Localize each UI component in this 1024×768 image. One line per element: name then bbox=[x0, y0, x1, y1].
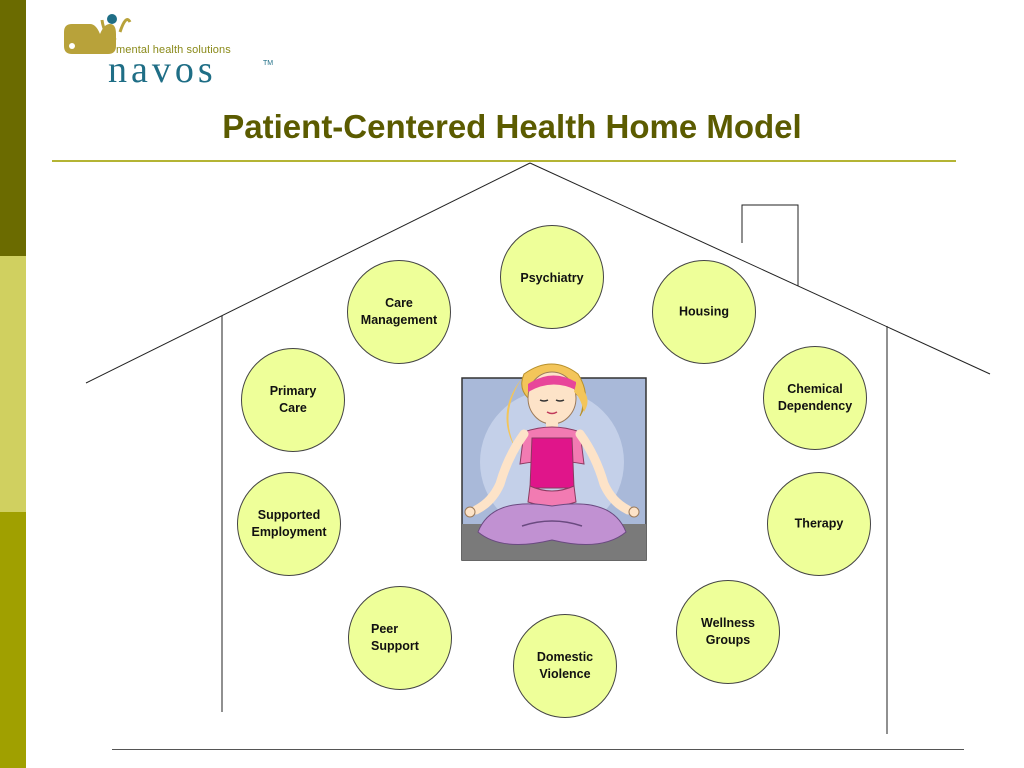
sidebar-band-bottom bbox=[0, 512, 26, 768]
title-divider bbox=[52, 160, 956, 162]
node-psychiatry: Psychiatry bbox=[500, 225, 604, 329]
roof-left bbox=[85, 162, 531, 384]
node-primary-care: Primary Care bbox=[241, 348, 345, 452]
sidebar-band-middle bbox=[0, 256, 26, 512]
node-label: Care Management bbox=[360, 296, 438, 327]
node-wellness-groups: Wellness Groups bbox=[676, 580, 780, 684]
footer-divider bbox=[112, 749, 964, 750]
meditating-person-icon bbox=[461, 363, 647, 561]
node-label: Supported Employment bbox=[251, 508, 327, 539]
node-chemical-dependency: Chemical Dependency bbox=[763, 346, 867, 450]
page-title: Patient-Centered Health Home Model bbox=[222, 108, 802, 145]
node-domestic-violence: Domestic Violence bbox=[513, 614, 617, 718]
node-supported-employment: Supported Employment bbox=[237, 472, 341, 576]
logo-mark-icon bbox=[64, 14, 132, 54]
sidebar-band-top bbox=[0, 0, 26, 256]
logo-wordmark: navos bbox=[108, 49, 217, 91]
node-therapy: Therapy bbox=[767, 472, 871, 576]
node-label: Peer Support bbox=[371, 622, 419, 653]
chimney bbox=[741, 204, 799, 286]
node-label: Chemical Dependency bbox=[777, 382, 853, 413]
node-label: Domestic Violence bbox=[536, 650, 594, 681]
node-peer-support: Peer Support bbox=[348, 586, 452, 690]
node-label: Wellness Groups bbox=[701, 616, 755, 647]
navos-logo: mental health solutions navos TM bbox=[60, 12, 290, 90]
logo-trademark: TM bbox=[263, 60, 274, 67]
roof-right bbox=[529, 162, 991, 375]
node-housing: Housing bbox=[652, 260, 756, 364]
sidebar-accent bbox=[0, 0, 26, 768]
logo-tagline: mental health solutions bbox=[116, 44, 231, 56]
node-label: Housing bbox=[679, 304, 729, 319]
node-label: Therapy bbox=[794, 516, 844, 531]
node-label: Psychiatry bbox=[520, 271, 584, 285]
node-label: Primary Care bbox=[269, 384, 317, 415]
node-care-management: Care Management bbox=[347, 260, 451, 364]
